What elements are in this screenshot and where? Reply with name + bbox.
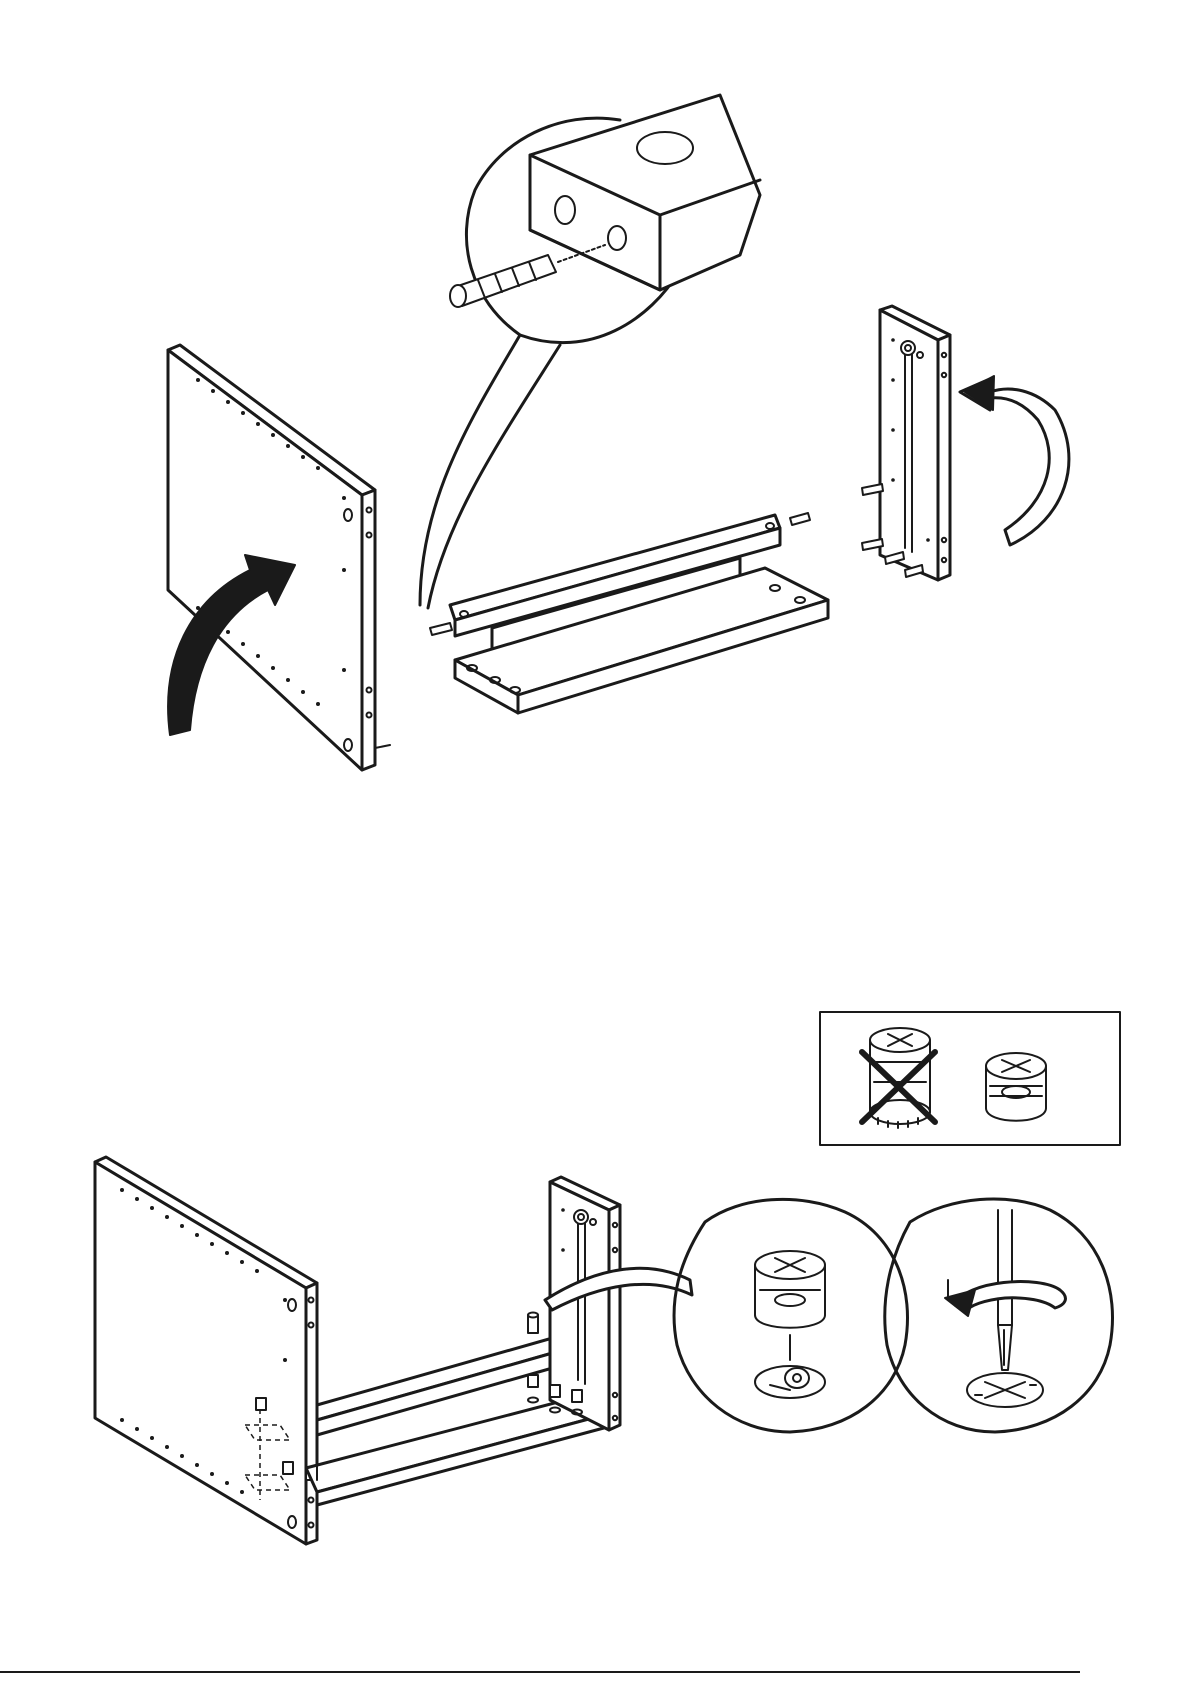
right-side-panel [862, 306, 950, 580]
curved-arrow-icon-right [960, 378, 1069, 545]
assembled-carcass [95, 1157, 692, 1544]
zoom-callout [420, 95, 760, 608]
left-side-panel [168, 345, 390, 770]
step-cam-locks [95, 1012, 1120, 1544]
step-attach-sides [168, 95, 1069, 770]
orientation-inset [820, 1012, 1120, 1145]
wrong-orientation-x-icon [862, 1028, 935, 1128]
screwdriver-detail [885, 1199, 1113, 1432]
correct-orientation-icon [986, 1053, 1046, 1121]
cam-lock-fitting [674, 1199, 907, 1432]
